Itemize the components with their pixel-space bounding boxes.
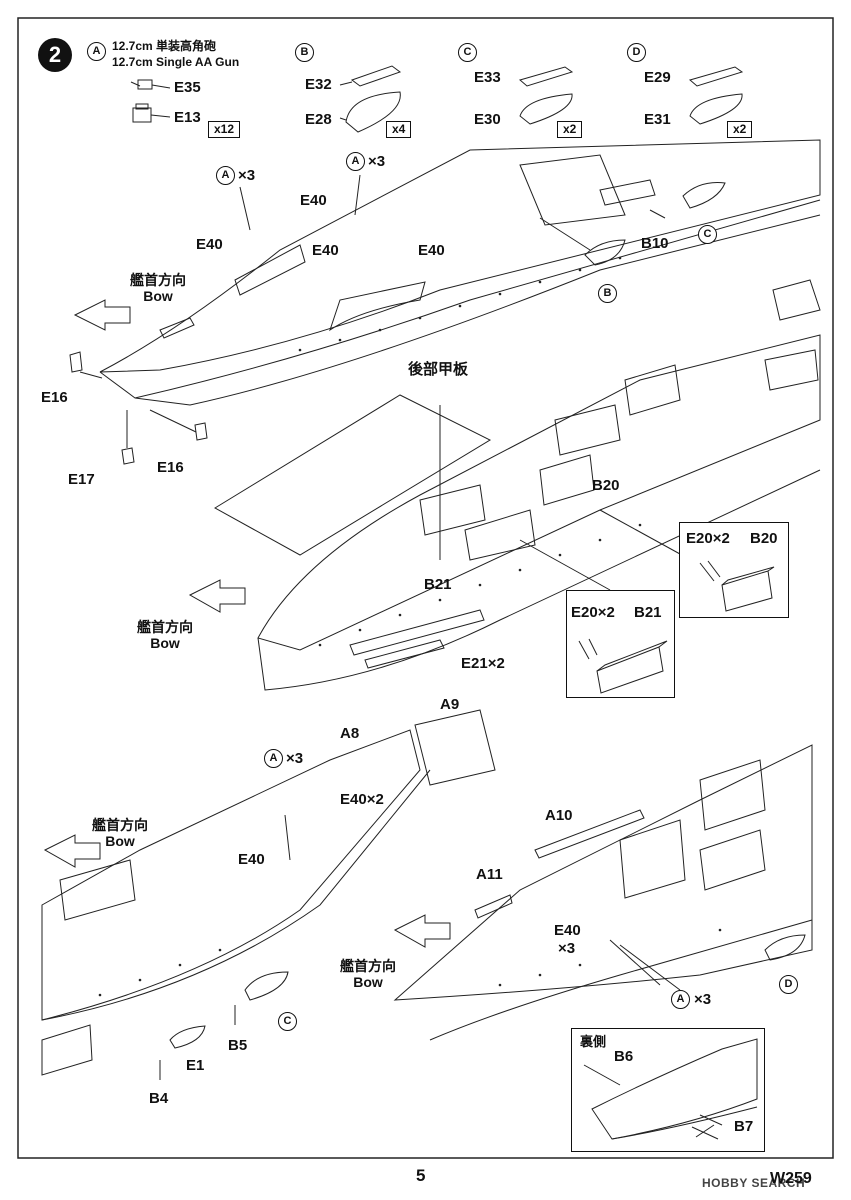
part-e13: E13	[174, 109, 201, 126]
inset-reverse-b7: B7	[734, 1118, 754, 1135]
label-a10: A10	[545, 807, 573, 824]
label-e16-1: E16	[41, 389, 68, 406]
label-e40-2: E40	[196, 236, 223, 253]
callout-a-2: A	[346, 152, 365, 171]
bow-caption-1-jp: 艦首方向	[130, 272, 186, 288]
label-b21: B21	[424, 576, 452, 593]
inset-b21-b21: B21	[634, 604, 662, 621]
label-e1: E1	[186, 1057, 205, 1074]
part-e29: E29	[644, 69, 671, 86]
qty-c: x2	[557, 121, 583, 138]
circle-b: B	[295, 43, 314, 62]
inset-reverse-side: 裏側 B6 B7	[571, 1028, 765, 1152]
bow-caption-4: 艦首方向 Bow	[340, 958, 396, 990]
label-a9: A9	[440, 696, 460, 713]
boat-d-hull	[689, 93, 743, 125]
bow-caption-3-en: Bow	[105, 833, 135, 850]
inset-b21-drawing	[578, 638, 668, 694]
part-e35: E35	[174, 79, 201, 96]
label-b20: B20	[592, 477, 620, 494]
bow-caption-3-jp: 艦首方向	[92, 817, 148, 833]
part-e31: E31	[644, 111, 671, 128]
gun-title-jp: 12.7cm 単装高角砲	[112, 39, 217, 53]
qty-d: x2	[727, 121, 753, 138]
part-e30: E30	[474, 111, 501, 128]
callout-a-2-count: ×3	[368, 153, 386, 170]
inset-b20-e20: E20×2	[686, 530, 730, 547]
part-e33: E33	[474, 69, 501, 86]
part-e28: E28	[305, 111, 332, 128]
bow-caption-1: 艦首方向 Bow	[130, 272, 186, 304]
boat-c-hull	[519, 93, 573, 125]
label-e40-5: E40	[238, 851, 265, 868]
callout-b-1: B	[598, 284, 617, 303]
label-e40-4: E40	[418, 242, 445, 259]
label-e40-x3-bot: ×3	[558, 940, 576, 957]
gun-e13	[132, 103, 171, 123]
label-a8: A8	[340, 725, 360, 742]
label-e16-2: E16	[157, 459, 184, 476]
inset-reverse-label: 裏側	[580, 1034, 607, 1049]
bow-caption-1-en: Bow	[143, 288, 173, 305]
inset-b20: E20×2 B20	[679, 522, 789, 618]
hull-section-2	[214, 334, 821, 691]
part-e32: E32	[305, 76, 332, 93]
page-number: 5	[416, 1166, 426, 1185]
boat-c-top	[518, 66, 574, 87]
qty-b: x4	[386, 121, 412, 138]
label-e21x2: E21×2	[461, 655, 505, 672]
boat-b-hull	[339, 91, 401, 133]
inset-b21: E20×2 B21	[566, 590, 675, 698]
callout-a-1: A	[216, 166, 235, 185]
circle-c: C	[458, 43, 477, 62]
label-rear-deck: 後部甲板	[408, 361, 469, 378]
label-a11: A11	[476, 866, 503, 883]
callout-a-4: A	[671, 990, 690, 1009]
circle-d: D	[627, 43, 646, 62]
kit-code: W259	[770, 1170, 812, 1187]
gun-circle-a: A	[87, 42, 106, 61]
callout-a-4-count: ×3	[694, 991, 712, 1008]
gun-e35	[130, 79, 171, 90]
qty-a: x12	[208, 121, 241, 138]
label-e40-1: E40	[300, 192, 327, 209]
hull-section-4	[393, 744, 813, 1041]
label-e40-x3-top: E40	[554, 922, 581, 939]
inset-b21-e20: E20×2	[571, 604, 615, 621]
callout-a-1-count: ×3	[238, 167, 256, 184]
inset-b20-drawing	[699, 560, 775, 612]
bow-caption-2-en: Bow	[150, 635, 180, 652]
label-e17: E17	[68, 471, 95, 488]
watermark: HOBBY SEARCH	[702, 1176, 806, 1190]
bow-caption-4-en: Bow	[353, 974, 383, 991]
callout-a-3: A	[264, 749, 283, 768]
gun-title: 12.7cm 単装高角砲 12.7cm Single AA Gun	[112, 38, 239, 70]
inset-reverse-b6: B6	[614, 1048, 634, 1065]
boat-d-top	[688, 66, 744, 87]
inset-reverse-drawing	[583, 1038, 758, 1140]
label-b4: B4	[149, 1090, 169, 1107]
label-e40-3: E40	[312, 242, 339, 259]
callout-c-2: C	[278, 1012, 297, 1031]
boat-b-top	[339, 65, 402, 87]
step-number-badge: 2	[38, 38, 72, 72]
label-e40x2: E40×2	[340, 791, 384, 808]
label-b10: B10	[641, 235, 669, 252]
callout-c-1: C	[698, 225, 717, 244]
bow-caption-4-jp: 艦首方向	[340, 958, 396, 974]
callout-d-1: D	[779, 975, 798, 994]
bow-caption-3: 艦首方向 Bow	[92, 817, 148, 849]
hull-section-1	[99, 139, 821, 406]
label-b5: B5	[228, 1037, 248, 1054]
callout-a-3-count: ×3	[286, 750, 304, 767]
gun-title-en: 12.7cm Single AA Gun	[112, 55, 240, 69]
bow-caption-2-jp: 艦首方向	[137, 619, 193, 635]
hull-section-3	[41, 709, 496, 1080]
inset-b20-b20: B20	[750, 530, 778, 547]
bow-caption-2: 艦首方向 Bow	[137, 619, 193, 651]
